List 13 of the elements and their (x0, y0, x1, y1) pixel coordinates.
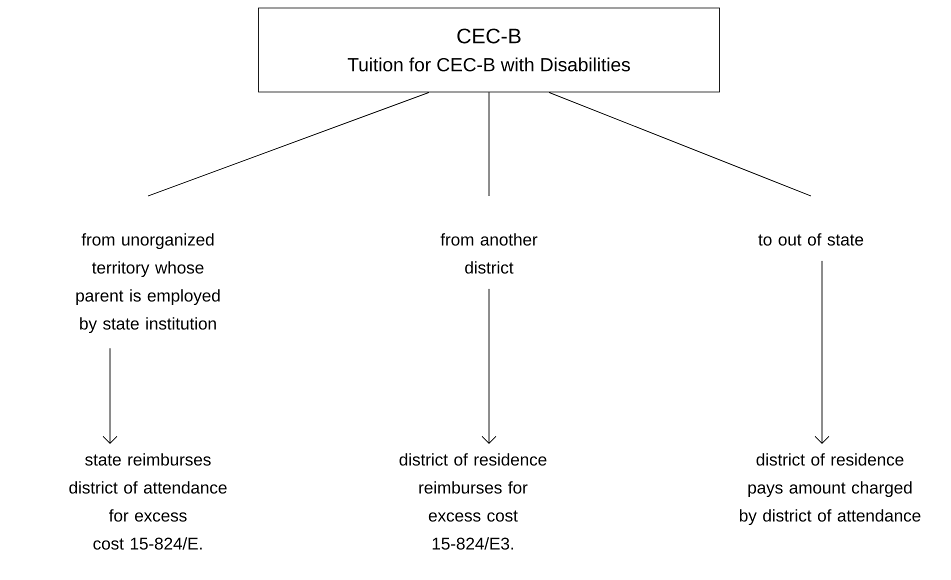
text-label: district of residence reimburses for excess cost 15-824/E3. (400, 453, 546, 550)
arrow (482, 288, 496, 444)
title-box: CEC-B Tuition for CEC-B with Disabilities (258, 8, 720, 92)
text-label: state reimburses district of attendance for excess cost 15-824/E. (69, 453, 227, 550)
text-label: from unorganized territory whose parent is employed by state institution (76, 233, 220, 334)
connector-line (548, 92, 812, 196)
connector-line (148, 92, 430, 196)
text-label: district of residence pays amount charged by district of attendance (740, 453, 920, 526)
connector-line (488, 92, 490, 196)
text-label: from another district (440, 233, 538, 274)
arrow (814, 260, 830, 444)
text-label: to out of state (758, 233, 864, 246)
arrow (102, 348, 118, 444)
